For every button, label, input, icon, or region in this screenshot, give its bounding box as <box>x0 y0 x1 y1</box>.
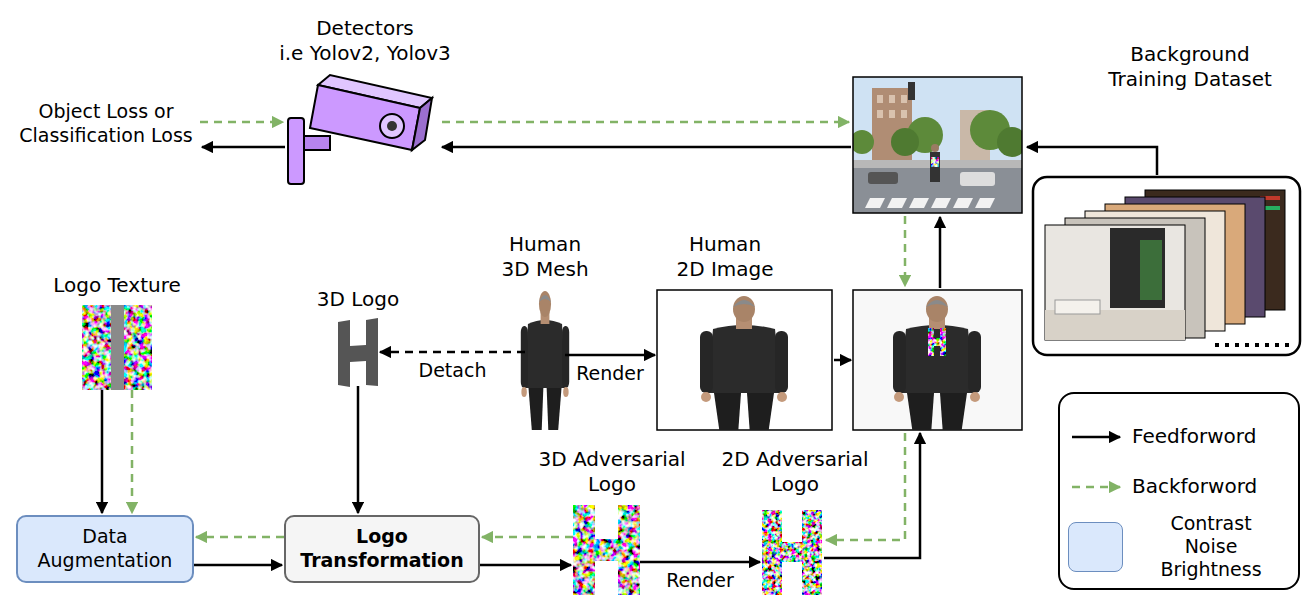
adversarial-patch <box>926 326 948 358</box>
connector <box>357 386 360 513</box>
legend-arrow <box>1072 436 1120 439</box>
node-heading-text: 3D Logo <box>303 287 413 312</box>
connector <box>565 354 655 357</box>
connector <box>482 536 573 539</box>
node-heading-text: Background Training Dataset <box>1100 42 1280 92</box>
adversarial-logo-3d: 3D Adversarial Logo <box>573 505 640 595</box>
node-heading: Human 2D Image <box>675 232 776 282</box>
node-heading-text: Detectors <box>250 16 480 41</box>
node-heading: Background Training Dataset <box>1100 42 1280 92</box>
legend-box: FeedforwordBackforwordContrast Noise Bri… <box>1058 392 1300 590</box>
node-heading: 2D Adversarial Logo <box>713 447 878 497</box>
human-image: Human 2D Image <box>657 290 832 430</box>
legend-arrow <box>1072 486 1120 489</box>
detector-camera: Detectorsi.e Yolov2, Yolov3 <box>285 75 435 185</box>
node-heading: 3D Logo <box>303 287 413 312</box>
legend-sample <box>1070 427 1126 447</box>
human-mesh: Human 3D Mesh <box>525 290 565 430</box>
connector <box>380 351 525 354</box>
node-label: Data Augmentation <box>26 525 184 573</box>
node-heading: Detectorsi.e Yolov2, Yolov3 <box>250 16 480 66</box>
legend-label: Contrast Noise Brightness <box>1155 512 1267 580</box>
node-heading: Human 3D Mesh <box>497 232 593 282</box>
legend-sample <box>1070 477 1126 497</box>
street-photo <box>853 77 1022 213</box>
connector <box>131 390 134 513</box>
dataset-stack <box>1033 177 1300 355</box>
node-heading: Logo Texture <box>42 273 192 298</box>
loss-text: Object Loss or Classification Loss <box>12 100 200 148</box>
node-heading-text: 3D Adversarial Logo <box>530 447 695 497</box>
node-body: Data Augmentation <box>26 525 184 573</box>
logo-texture: Logo Texture <box>82 305 152 390</box>
connector <box>101 390 104 513</box>
edge-label: Detach <box>416 359 490 382</box>
node-label: Object Loss or Classification Loss <box>12 100 200 148</box>
logo-texture <box>82 305 152 390</box>
logo-3d: 3D Logo <box>338 320 378 386</box>
camera-icon <box>288 75 432 184</box>
node-heading-text: Human 3D Mesh <box>497 232 593 282</box>
logo-3d-shape <box>338 318 378 387</box>
process-box: Logo Transformation <box>284 515 480 583</box>
connector <box>196 536 284 539</box>
process-box: Data Augmentation <box>16 515 194 583</box>
adversarial-logo-2d: 2D Adversarial Logo <box>762 510 822 595</box>
human-mesh <box>521 291 569 430</box>
edge-label: Render <box>573 362 647 385</box>
edge-label: Render <box>663 569 737 592</box>
node-body: Logo Transformation <box>294 525 470 573</box>
connector <box>640 561 760 564</box>
adversarial-logo-3d <box>573 505 640 595</box>
adversarial-logo-2d <box>762 510 822 595</box>
node-heading-text: Human 2D Image <box>675 232 776 282</box>
node-heading: 3D Adversarial Logo <box>530 447 695 497</box>
connector <box>194 564 282 567</box>
node-label: Logo Transformation <box>294 525 470 573</box>
legend-label: Backforword <box>1132 474 1257 499</box>
dataset-stack: Background Training Dataset <box>1033 177 1300 355</box>
connector <box>480 564 571 567</box>
connector <box>202 146 285 149</box>
node-heading-text: 2D Adversarial Logo <box>713 447 878 497</box>
node-heading-text: Logo Texture <box>42 273 192 298</box>
flow-arrows <box>442 122 1157 558</box>
connector <box>200 121 283 124</box>
node-heading-text: i.e Yolov2, Yolov3 <box>250 41 480 66</box>
legend-label: Feedforword <box>1132 424 1256 449</box>
legend-swatch <box>1068 522 1123 572</box>
human-figure <box>700 296 788 430</box>
human-figure <box>893 296 981 430</box>
node-body: Object Loss or Classification Loss <box>12 100 200 148</box>
